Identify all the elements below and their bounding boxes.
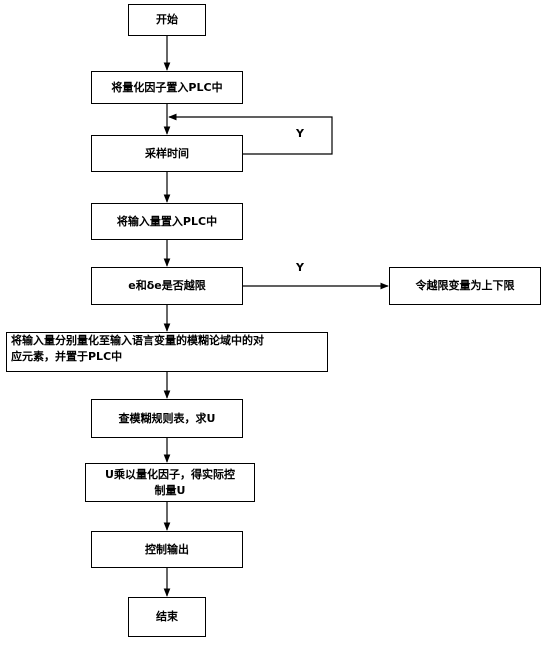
set-input-node: 将输入量置入PLC中 xyxy=(91,203,243,240)
sample-time-node: 采样时间 xyxy=(91,135,243,172)
set-factor-node: 将量化因子置入PLC中 xyxy=(91,71,243,104)
decision-node: e和δe是否越限 xyxy=(91,267,243,305)
limit-action-node: 令越限变量为上下限 xyxy=(389,267,541,305)
end-node: 结束 xyxy=(128,597,206,637)
output-node: 控制输出 xyxy=(91,531,243,568)
multiply-text-line2: 制量U xyxy=(154,483,186,497)
lookup-node: 查模糊规则表，求U xyxy=(91,399,243,438)
quantize-node: 将输入量分别量化至输入语言变量的模糊论域中的对 应元素，并置于PLC中 xyxy=(6,332,328,372)
loop-yes-label: Y xyxy=(296,127,304,140)
quantize-text-line1: 将输入量分别量化至输入语言变量的模糊论域中的对 xyxy=(11,334,264,347)
start-node: 开始 xyxy=(128,4,206,36)
decision-yes-label: Y xyxy=(296,261,304,274)
multiply-text-line1: U乘以量化因子，得实际控 xyxy=(105,467,235,481)
multiply-node: U乘以量化因子，得实际控 制量U xyxy=(85,463,255,502)
arrow-loop-back xyxy=(168,113,333,155)
quantize-text-line2: 应元素，并置于PLC中 xyxy=(11,350,123,363)
